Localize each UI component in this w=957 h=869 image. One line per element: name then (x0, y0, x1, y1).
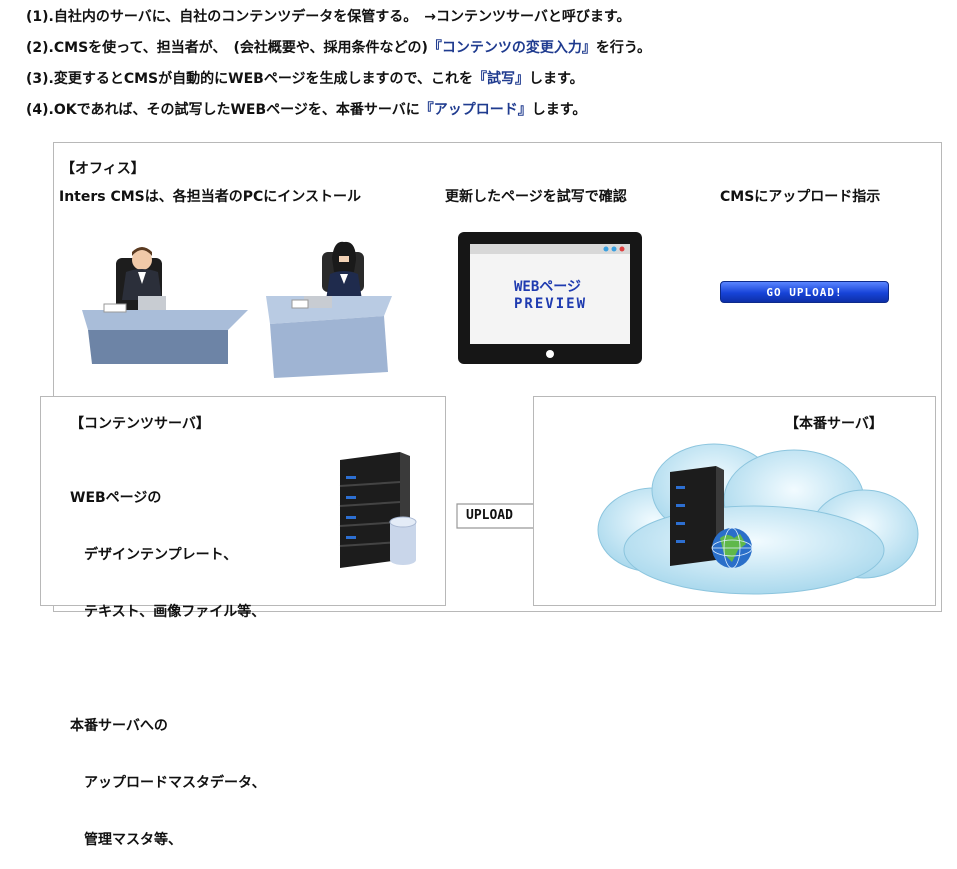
content-server-icon (339, 452, 417, 568)
cloud-icon (597, 443, 919, 595)
go-upload-button[interactable]: GO UPLOAD! (720, 281, 889, 303)
upload-arrow-label: UPLOAD (466, 508, 513, 523)
step-4-highlight: 『アップロード』 (419, 102, 532, 118)
content-line-7: 管理マスタ等、 (70, 832, 182, 848)
male-worker-icon (116, 247, 162, 310)
step-list: (1).自社内のサーバに、自社のコンテンツデータを保管する。 →コンテンツサーバ… (26, 4, 651, 128)
step-3-highlight: 『試写』 (472, 71, 529, 87)
production-server-title: 【本番サーバ】 (785, 416, 883, 432)
step-2-text: (2).CMSを使って、担当者が、 (会社概要や、採用条件などの) (26, 40, 428, 56)
content-line-4 (70, 660, 266, 679)
step-2-highlight: 『コンテンツの変更入力』 (427, 40, 596, 56)
content-line-1: WEBページの (70, 490, 162, 506)
step-3: (3).変更するとCMSが自動的にWEBページを生成しますので、これを『試写』し… (26, 66, 651, 97)
preview-screen-line-1: WEBページ (514, 279, 582, 295)
content-line-5: 本番サーバへの (70, 718, 168, 734)
upload-instruction-label: CMSにアップロード指示 (720, 189, 881, 205)
step-2-tail: を行う。 (595, 40, 652, 56)
step-2: (2).CMSを使って、担当者が、 (会社概要や、採用条件などの)『コンテンツの… (26, 35, 651, 66)
step-1-text: (1).自社内のサーバに、自社のコンテンツデータを保管する。 →コンテンツサーバ… (26, 9, 631, 25)
content-line-3: テキスト、画像ファイル等、 (70, 604, 266, 620)
install-label: Inters CMSは、各担当者のPCにインストール (59, 189, 362, 205)
database-icon (389, 516, 417, 565)
content-line-6: アップロードマスタデータ、 (70, 775, 266, 791)
office-workers-illustration (82, 241, 392, 378)
preview-label: 更新したページを試写で確認 (445, 189, 627, 205)
step-3-text: (3).変更するとCMSが自動的にWEBページを生成しますので、これを (26, 71, 473, 87)
step-3-tail: します。 (528, 71, 584, 87)
content-line-2: デザインテンプレート、 (70, 547, 238, 563)
globe-icon (711, 527, 753, 569)
tablet-preview-icon (458, 232, 642, 364)
office-panel (53, 142, 942, 612)
content-server-description: WEBページの デザインテンプレート、 テキスト、画像ファイル等、 本番サーバへ… (70, 451, 266, 869)
step-1: (1).自社内のサーバに、自社のコンテンツデータを保管する。 →コンテンツサーバ… (26, 4, 651, 35)
step-4: (4).OKであれば、その試写したWEBページを、本番サーバに『アップロード』し… (26, 97, 651, 128)
content-server-title: 【コンテンツサーバ】 (70, 416, 210, 432)
office-title: 【オフィス】 (61, 161, 145, 177)
female-worker-icon (322, 241, 364, 300)
step-4-tail: します。 (531, 102, 587, 118)
step-4-text: (4).OKであれば、その試写したWEBページを、本番サーバに (26, 102, 420, 118)
preview-screen-line-2: PREVIEW (514, 296, 588, 312)
